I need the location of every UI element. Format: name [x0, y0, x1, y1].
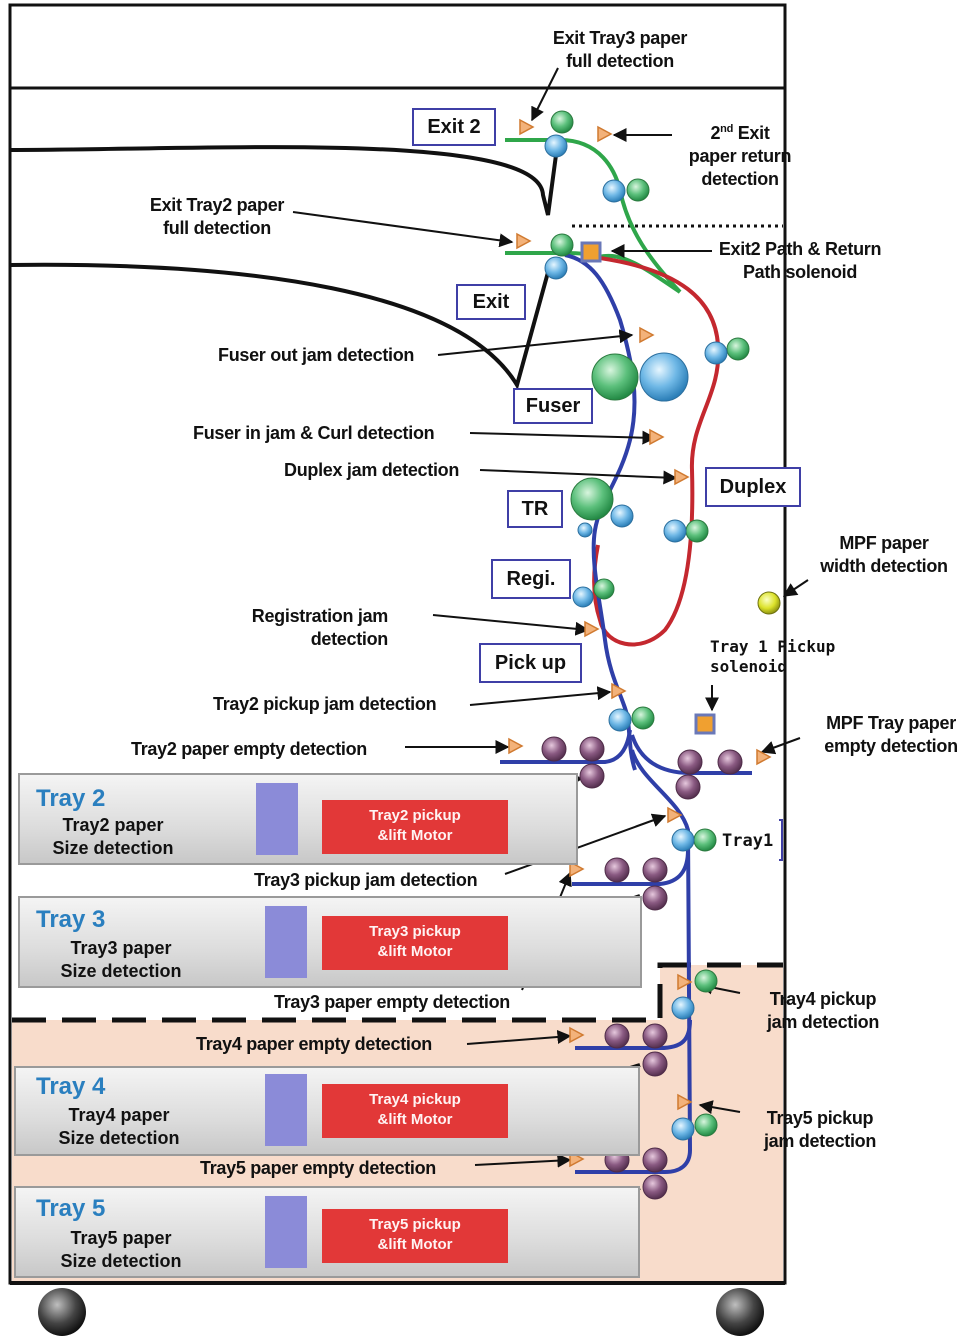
tray3-motor: Tray3 pickup&lift Motor	[322, 916, 508, 970]
fuser-box: Fuser	[513, 388, 593, 424]
tray4-motor: Tray4 pickup&lift Motor	[322, 1084, 508, 1138]
regi-box: Regi.	[491, 559, 571, 599]
rollers-blue	[544, 134, 728, 1141]
duplex-path	[592, 256, 721, 647]
tray4-title: Tray 4	[36, 1073, 106, 1100]
exit-box: Exit	[456, 284, 526, 320]
tray3-empty-label: Tray3 paper empty detection	[274, 992, 510, 1012]
tray5-empty-label: Tray5 paper empty detection	[200, 1158, 436, 1178]
tray1-label: Tray1	[722, 831, 774, 851]
tray3-pickup-jam-label: Tray3 pickup jam detection	[254, 870, 478, 890]
tray1-pickup-solenoid	[694, 713, 716, 735]
exit2-solenoid	[580, 241, 602, 263]
exit-tray2-floor	[9, 145, 558, 216]
sensor-flags	[508, 118, 772, 1168]
tray3-title: Tray 3	[36, 906, 106, 933]
rollers-purple	[541, 736, 743, 1200]
mpf-width-sensor	[757, 591, 781, 615]
tray2-size-sensor	[256, 783, 298, 855]
caster-wheel-right	[716, 1288, 764, 1336]
fuser-in-jam-label: Fuser in jam & Curl detection	[193, 423, 435, 443]
caster-wheel-left	[38, 1288, 86, 1336]
duplex-jam-label: Duplex jam detection	[284, 460, 460, 480]
tray2-empty-label: Tray2 paper empty detection	[131, 739, 367, 759]
tray3-size-sensor	[265, 906, 307, 978]
tray2-pickup-jam-label: Tray2 pickup jam detection	[213, 694, 437, 714]
pickup-box: Pick up	[479, 643, 582, 683]
tray4-empty-label: Tray4 paper empty detection	[196, 1034, 432, 1054]
rollers-green	[550, 110, 750, 1137]
option-feeder-border	[12, 962, 783, 1023]
exit2-box: Exit 2	[412, 108, 496, 146]
tray2-motor: Tray2 pickup&lift Motor	[322, 800, 508, 854]
tray5-motor: Tray5 pickup&lift Motor	[322, 1209, 508, 1263]
exit-tray-floor	[9, 262, 552, 391]
tray2-title: Tray 2	[36, 785, 106, 812]
tray5-size-sensor	[265, 1196, 307, 1268]
fuser-out-jam-label: Fuser out jam detection	[218, 345, 415, 365]
tray4-size-sensor	[265, 1074, 307, 1146]
duplex-box: Duplex	[705, 467, 801, 507]
tray5-title: Tray 5	[36, 1195, 106, 1222]
tr-box: TR	[507, 490, 563, 528]
